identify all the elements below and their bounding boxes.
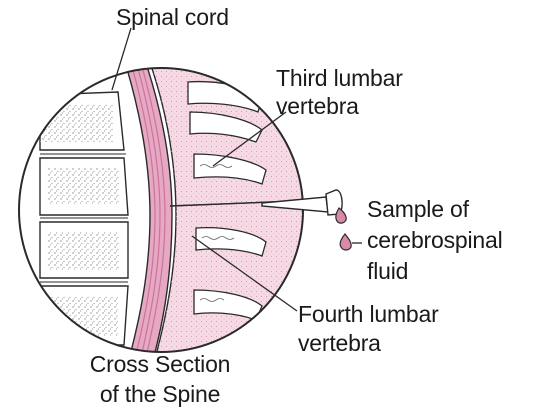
third-lumbar-label-line1: Third lumbar [276, 65, 403, 91]
third-lumbar-label-line2: vertebra [276, 93, 359, 119]
spinal-cord-label: Spinal cord [116, 4, 229, 30]
fourth-lumbar-label-line2: vertebra [298, 330, 381, 356]
caption-line1: Cross Section [40, 351, 280, 377]
sample-label-line3: fluid [367, 258, 408, 284]
caption-line2: of the Spine [40, 381, 280, 407]
fluid-drop-icon [340, 234, 351, 250]
sample-label-line2: cerebrospinal [367, 227, 502, 253]
sample-label-line1: Sample of [367, 196, 469, 222]
fourth-lumbar-label-line1: Fourth lumbar [298, 301, 439, 327]
